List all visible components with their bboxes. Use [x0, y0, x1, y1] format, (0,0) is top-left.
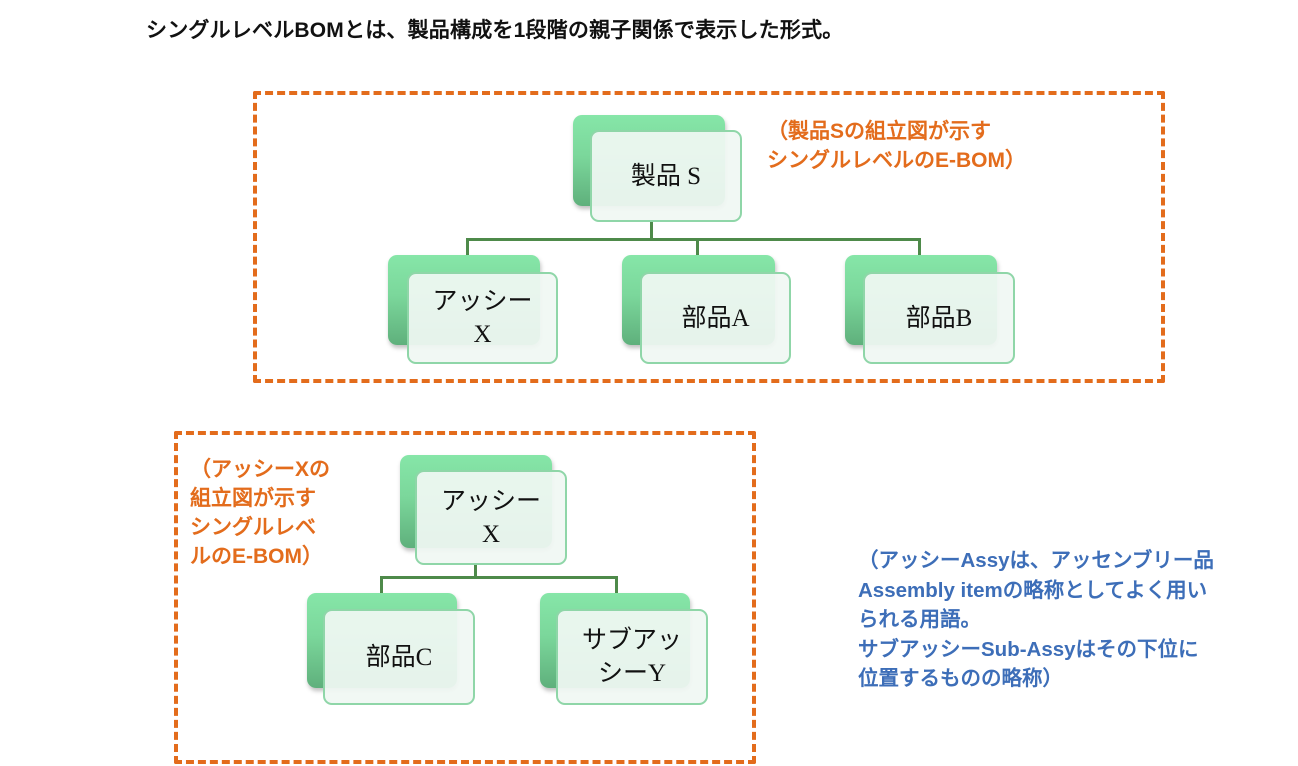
connector-line [474, 565, 477, 579]
connector-line [466, 238, 469, 256]
page-heading: シングルレベルBOMとは、製品構成を1段階の親子関係で表示した形式。 [146, 19, 844, 42]
connector-line [380, 576, 618, 579]
node-label: サブアッ シーY [581, 627, 682, 687]
node-card: サブアッ シーY [556, 609, 708, 705]
top-diagram-frame [253, 91, 1165, 383]
connector-line [466, 238, 921, 241]
node-label: 部品A [681, 304, 750, 332]
connector-line [696, 238, 699, 256]
node-card: アッシー X [407, 272, 558, 364]
connector-line [918, 238, 921, 256]
node-label: アッシー X [432, 288, 533, 348]
node-card: アッシー X [415, 470, 567, 565]
connector-line [380, 576, 383, 594]
node-label: 製品 S [630, 162, 702, 190]
connector-line [650, 222, 653, 241]
terminology-footnote: （アッシーAssyは、アッセンブリー品 Assembly itemの略称としてよ… [858, 549, 1214, 690]
node-label: 部品C [365, 643, 433, 671]
bottom-diagram-frame [174, 431, 756, 764]
node-label: アッシー X [440, 487, 541, 548]
node-card: 製品 S [590, 130, 742, 222]
bottom-diagram-caption: （アッシーXの 組立図が示す シングルレベ ルのE-BOM） [190, 458, 331, 568]
connector-line [615, 576, 618, 594]
node-card: 部品B [863, 272, 1015, 364]
node-label: 部品B [905, 304, 973, 332]
top-diagram-caption: （製品Sの組立図が示す シングルレベルのE-BOM） [767, 120, 1026, 172]
node-card: 部品C [323, 609, 475, 705]
node-card: 部品A [640, 272, 791, 364]
